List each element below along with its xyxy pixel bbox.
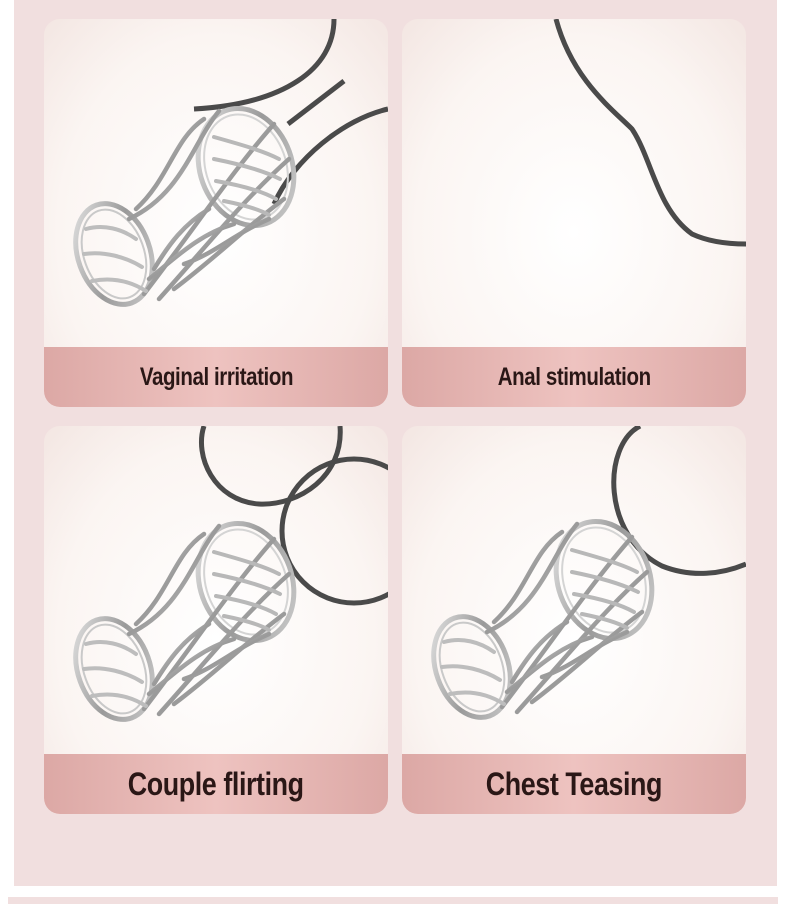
card-illustration <box>44 426 388 756</box>
body-outline-icon <box>553 19 746 247</box>
body-outline-icon <box>193 19 388 206</box>
card-couple-flirting[interactable]: Couple flirting <box>44 426 388 814</box>
card-label-bar: Couple flirting <box>44 754 388 814</box>
card-label: Vaginal irritation <box>139 362 293 391</box>
card-label-bar: Vaginal irritation <box>44 347 388 407</box>
card-label: Anal stimulation <box>497 362 651 391</box>
card-chest-teasing[interactable]: Chest Teasing <box>402 426 746 814</box>
card-illustration <box>44 19 388 349</box>
card-label-bar: Chest Teasing <box>402 754 746 814</box>
card-anal-stimulation[interactable]: Anal stimulation <box>402 19 746 407</box>
card-label: Chest Teasing <box>485 765 663 802</box>
card-label-bar: Anal stimulation <box>402 347 746 407</box>
card-vaginal-irritation[interactable]: Vaginal irritation <box>44 19 388 407</box>
wire-cage-plug-icon <box>420 508 667 728</box>
wire-cage-plug-icon <box>62 510 309 730</box>
card-illustration <box>553 19 746 247</box>
card-label: Couple flirting <box>128 765 304 802</box>
card-illustration <box>402 426 746 756</box>
body-outline-icon <box>198 426 388 606</box>
wire-cage-plug-icon <box>62 95 309 315</box>
bottom-strip <box>8 897 778 904</box>
